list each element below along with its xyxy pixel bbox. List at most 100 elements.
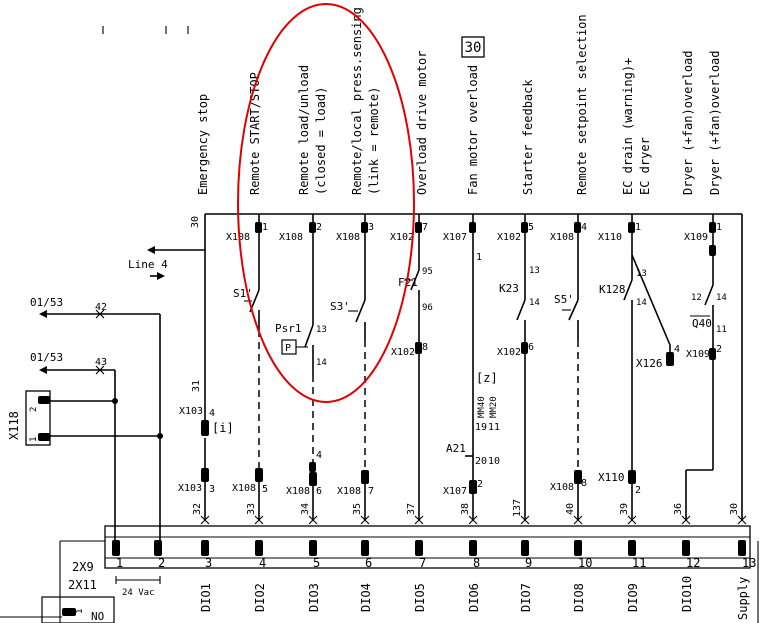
mid-connectors: X102 8 X102 6 X126 4 X109 2 4 <box>309 342 722 472</box>
svg-text:8: 8 <box>581 478 587 489</box>
svg-text:DIO2: DIO2 <box>253 583 267 612</box>
svg-text:14: 14 <box>716 293 727 303</box>
svg-text:35: 35 <box>352 503 363 515</box>
svg-text:1: 1 <box>476 252 482 263</box>
svg-text:31: 31 <box>191 380 202 392</box>
svg-text:4: 4 <box>259 556 266 570</box>
svg-text:38: 38 <box>460 503 471 515</box>
svg-text:DIO3: DIO3 <box>307 583 321 612</box>
block-2x11: 2X11 <box>68 578 97 592</box>
svg-text:7: 7 <box>419 556 426 570</box>
contact-s1: S1' <box>233 287 253 300</box>
label-remote-setpoint: Remote setpoint selection <box>575 14 589 195</box>
svg-text:3: 3 <box>368 222 374 233</box>
svg-text:3: 3 <box>205 556 212 570</box>
svg-text:14: 14 <box>529 298 540 308</box>
z-label: [z] <box>476 371 498 385</box>
x-marks <box>200 515 747 525</box>
svg-text:34: 34 <box>300 503 311 515</box>
svg-text:37: 37 <box>406 503 417 515</box>
svg-text:8: 8 <box>473 556 480 570</box>
svg-text:01/53: 01/53 <box>30 351 63 364</box>
svg-text:2: 2 <box>635 485 641 496</box>
svg-text:1: 1 <box>716 222 722 233</box>
conn-top-dio4: X108 <box>336 232 360 243</box>
top-connectors: X108 1 X108 2 X108 3 X102 7 X107 1 X102 … <box>226 222 722 263</box>
svg-text:6: 6 <box>528 342 534 353</box>
svg-text:2: 2 <box>158 556 165 570</box>
svg-text:5: 5 <box>528 222 534 233</box>
svg-text:P: P <box>285 343 291 354</box>
conn-top-dio8: X108 <box>550 232 574 243</box>
svg-text:2: 2 <box>316 222 322 233</box>
svg-text:14: 14 <box>636 298 647 308</box>
svg-text:7: 7 <box>422 222 428 233</box>
svg-text:40: 40 <box>565 503 576 515</box>
svg-text:6: 6 <box>365 556 372 570</box>
svg-text:X108: X108 <box>550 482 574 493</box>
svg-text:4: 4 <box>209 408 215 419</box>
svg-text:4: 4 <box>316 450 322 461</box>
svg-text:32: 32 <box>192 503 203 515</box>
svg-text:DIO6: DIO6 <box>467 583 481 612</box>
svg-text:12: 12 <box>686 556 700 570</box>
label-remote-start-stop: Remote START/STOP <box>248 72 262 195</box>
svg-text:DIO4: DIO4 <box>359 583 373 612</box>
svg-text:X126: X126 <box>636 357 663 370</box>
svg-text:X102: X102 <box>497 347 521 358</box>
svg-text:1: 1 <box>635 222 641 233</box>
conn-top-dio3: X108 <box>279 232 303 243</box>
svg-text:DIO5: DIO5 <box>413 583 427 612</box>
svg-text:39: 39 <box>619 503 630 515</box>
svg-text:14: 14 <box>316 358 327 368</box>
page-number: 30 <box>465 40 482 56</box>
conn-top-dio5: X102 <box>390 232 414 243</box>
supply-wire-label: 30 <box>190 216 201 228</box>
label-starter-feedback: Starter feedback <box>521 79 535 195</box>
contact-s3: S3' <box>330 300 350 313</box>
svg-text:5: 5 <box>262 484 268 495</box>
label-remote-load-unload: Remote load/unload <box>297 65 311 195</box>
svg-text:3: 3 <box>209 484 215 495</box>
contact-a21: A21 <box>446 442 466 455</box>
label-remote-load-unload-2: (closed = load) <box>314 87 328 195</box>
svg-text:30: 30 <box>729 503 740 515</box>
svg-text:13: 13 <box>529 266 540 276</box>
label-remote-local-press-2: (link = remote) <box>367 87 381 195</box>
label-emergency-stop: Emergency stop <box>196 94 210 195</box>
label-remote-local-press: Remote/local press.sensing <box>350 7 364 195</box>
label-dryer-overload-2: Dryer (+fan)overload <box>708 51 722 196</box>
label-dryer-overload-1: Dryer (+fan)overload <box>681 51 695 196</box>
contact-k128: K128 <box>599 283 626 296</box>
label-overload-drive-motor: Overload drive motor <box>415 51 429 196</box>
svg-text:X103: X103 <box>179 406 203 417</box>
info-marker: [i] <box>212 421 234 435</box>
svg-text:X108: X108 <box>337 486 361 497</box>
svg-text:1: 1 <box>29 437 39 442</box>
svg-text:X108: X108 <box>286 486 310 497</box>
contact-k23: K23 <box>499 282 519 295</box>
svg-text:X102: X102 <box>391 347 415 358</box>
contact-q40: Q40 <box>692 317 712 330</box>
svg-text:2: 2 <box>29 407 39 412</box>
svg-text:5: 5 <box>313 556 320 570</box>
svg-text:95: 95 <box>422 267 433 277</box>
svg-text:6: 6 <box>316 486 322 497</box>
highlight-ellipse <box>237 3 415 403</box>
svg-text:11: 11 <box>716 325 727 335</box>
terminal-strip <box>59 525 759 623</box>
svg-text:10: 10 <box>578 556 592 570</box>
svg-text:13: 13 <box>742 556 756 570</box>
svg-text:12: 12 <box>691 293 702 303</box>
svg-text:DIO7: DIO7 <box>519 583 533 612</box>
svg-text:8: 8 <box>422 342 428 353</box>
svg-text:4: 4 <box>674 344 680 355</box>
line4-label: Line 4 <box>128 258 168 271</box>
svg-text:33: 33 <box>246 503 257 515</box>
label-ec-dryer: EC dryer <box>638 137 652 195</box>
svg-text:DIO10: DIO10 <box>680 576 694 612</box>
svg-text:DIO1: DIO1 <box>199 583 213 612</box>
conn-top-dio10: X109 <box>684 232 708 243</box>
svg-text:13: 13 <box>636 269 647 279</box>
svg-text:MM20: MM20 <box>489 396 499 418</box>
